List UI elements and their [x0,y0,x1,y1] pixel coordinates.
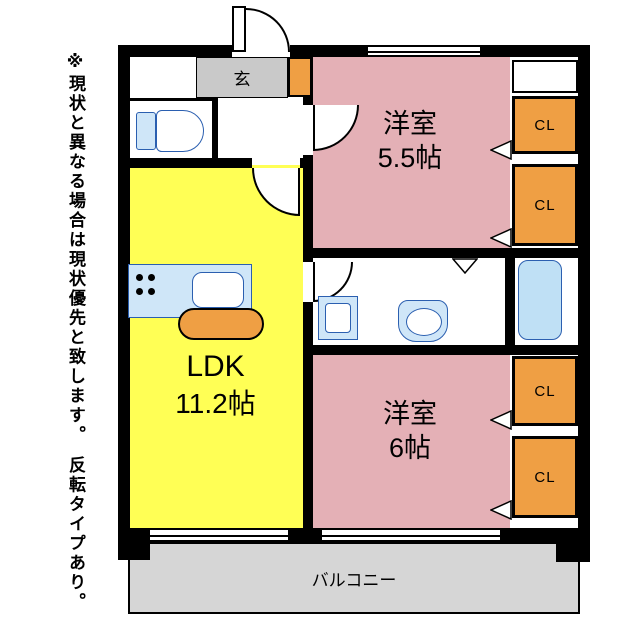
closet-4-label: CL [534,468,556,486]
wall [303,302,313,528]
closet-1-label: CL [534,116,556,134]
door-swing-triangle-icon [490,410,512,430]
kitchen-sink-icon [192,272,244,308]
closet-4: CL [512,436,578,518]
wall [480,45,590,57]
bedroom-55-label: 洋室 5.5帖 [330,108,490,176]
bedroom-55-size: 5.5帖 [377,142,443,173]
bedroom-6-size: 6帖 [388,432,432,463]
wall [118,45,232,57]
ldk-name: LDK [186,350,245,383]
closet-1: CL [512,96,578,154]
genkan-floor: 玄 [196,57,288,98]
wall [505,255,515,345]
door-swing-triangle-icon [490,228,512,248]
stove-burner-icon [148,274,155,281]
closet-2: CL [512,164,578,246]
ldk-label: LDK 11.2帖 [133,348,298,421]
closet-3: CL [512,356,578,426]
washing-machine-icon [318,296,358,340]
bathtub-icon [518,260,562,340]
wall [118,45,130,540]
wall [303,248,578,258]
bedroom-55-name: 洋室 [383,109,437,139]
closet-2-label: CL [534,196,556,214]
bedroom-6-name: 洋室 [383,399,437,429]
ldk-size: 11.2帖 [175,387,256,419]
bedroom-55-floor [313,57,510,248]
bedroom-6-floor [313,355,510,528]
wall [300,158,313,168]
wall [118,528,150,560]
door-swing-triangle-icon [490,140,512,160]
toilet-bowl-icon [156,110,204,152]
stove-burner-icon [136,288,143,295]
wall [578,45,590,540]
bedroom-6-label: 洋室 6帖 [330,398,490,466]
balcony-label: バルコニー [311,570,397,590]
disclaimer-text: ※現状と異なる場合は現状優先と致します。 反転タイプあり。 [66,52,85,612]
window [322,528,500,542]
window [150,528,288,542]
wall [303,155,313,262]
door-swing-triangle-icon [452,258,478,274]
wall [288,528,322,542]
genkan-label: 玄 [233,70,251,89]
entrance-door-arc-icon [246,8,290,52]
wall [556,528,590,562]
stove-burner-icon [148,288,155,295]
pipe-space-box [512,60,578,93]
toilet-tank-icon [136,112,156,150]
kitchen-counter-table-icon [178,308,264,340]
wall [212,100,218,158]
wall [290,45,368,57]
door-swing-triangle-icon [490,500,512,520]
stove-burner-icon [136,274,143,281]
wall [118,98,218,101]
balcony-floor: バルコニー [128,542,580,614]
ldk-floor [128,165,303,528]
closet-3-label: CL [534,382,556,400]
vanity-sink-icon [398,300,448,342]
window [368,45,480,57]
entrance-door-leaf-icon [232,6,246,52]
wall [118,158,252,168]
shoe-cabinet [288,57,312,97]
wall [303,345,578,355]
